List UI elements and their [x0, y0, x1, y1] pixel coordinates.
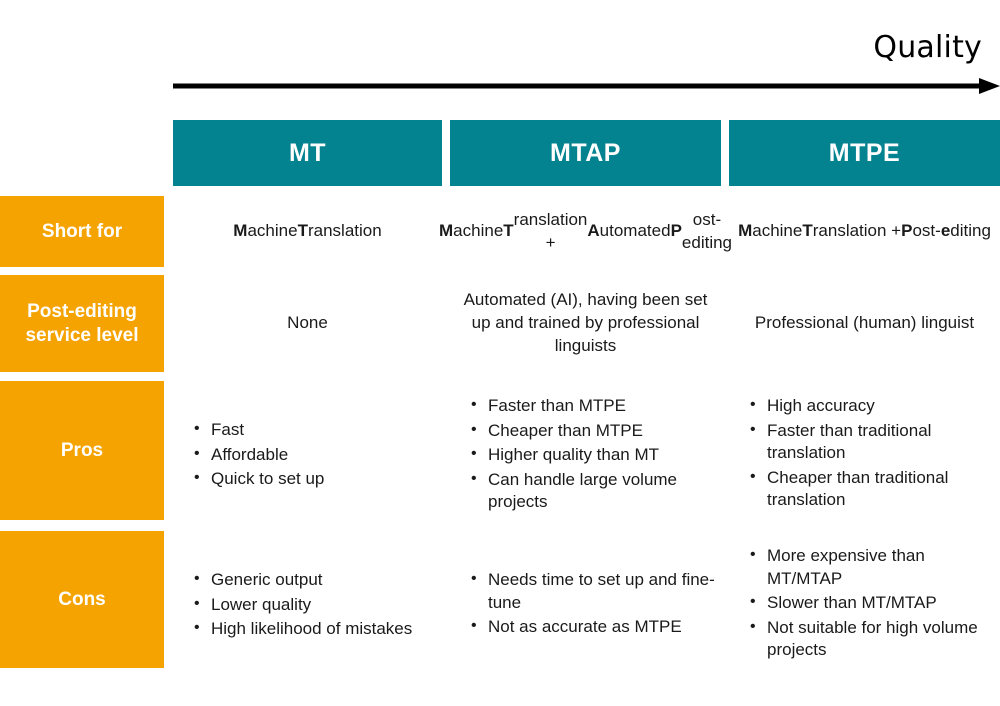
cell-cons-mtpe: More expensive than MT/MTAPSlower than M… — [729, 531, 1000, 668]
bullet-item: Lower quality — [192, 593, 442, 617]
bullet-item: Affordable — [192, 443, 442, 467]
cell-service-mtap: Automated (AI), having been set up and t… — [450, 275, 721, 372]
bullet-item: More expensive than MT/MTAP — [748, 544, 1000, 590]
bullet-item: Slower than MT/MTAP — [748, 591, 1000, 615]
row-label-short-for: Short for — [0, 196, 164, 267]
bullet-item: Cheaper than MTPE — [469, 419, 721, 443]
row-label-cons: Cons — [0, 531, 164, 668]
cell-cons-mt: Generic outputLower qualityHigh likeliho… — [173, 531, 442, 668]
cell-pros-mtpe: High accuracyFaster than traditional tra… — [729, 381, 1000, 520]
bullet-list: FastAffordableQuick to set up — [173, 381, 442, 558]
bullet-item: Cheaper than traditional translation — [748, 466, 1000, 512]
right-arrow-icon — [173, 78, 1000, 94]
bullet-item: Needs time to set up and fine-tune — [469, 568, 721, 614]
bullet-list: More expensive than MT/MTAPSlower than M… — [729, 531, 1000, 682]
bullet-item: Higher quality than MT — [469, 443, 721, 467]
quality-axis: Quality — [173, 30, 1000, 95]
quality-axis-label: Quality — [873, 30, 982, 65]
bullet-list: Needs time to set up and fine-tuneNot as… — [450, 531, 721, 706]
cell-pros-mt: FastAffordableQuick to set up — [173, 381, 442, 520]
bullet-item: Faster than MTPE — [469, 394, 721, 418]
cell-service-mt: None — [173, 275, 442, 372]
bullet-item: High likelihood of mistakes — [192, 617, 442, 641]
row-label-post-editing-service-level: Post-editing service level — [0, 275, 164, 372]
bullet-item: Not suitable for high volume projects — [748, 616, 1000, 662]
row-label-pros: Pros — [0, 381, 164, 520]
bullet-list: Generic outputLower qualityHigh likeliho… — [173, 531, 442, 706]
cell-cons-mtap: Needs time to set up and fine-tuneNot as… — [450, 531, 721, 668]
bullet-item: High accuracy — [748, 394, 1000, 418]
cell-service-mtpe: Professional (human) linguist — [729, 275, 1000, 372]
bullet-item: Faster than traditional translation — [748, 419, 1000, 465]
bullet-list: High accuracyFaster than traditional tra… — [729, 381, 1000, 534]
column-header-mtpe[interactable]: MTPE — [729, 120, 1000, 186]
column-header-mtap[interactable]: MTAP — [450, 120, 721, 186]
bullet-item: Generic output — [192, 568, 442, 592]
bullet-item: Not as accurate as MTPE — [469, 615, 721, 639]
column-header-mt[interactable]: MT — [173, 120, 442, 186]
cell-text: Professional (human) linguist — [754, 313, 975, 333]
cell-text: Automated (AI), having been set up and t… — [463, 290, 708, 355]
bullet-item: Quick to set up — [192, 467, 442, 491]
cell-pros-mtap: Faster than MTPECheaper than MTPEHigher … — [450, 381, 721, 520]
bullet-item: Can handle large volume projects — [469, 468, 721, 514]
bullet-list: Faster than MTPECheaper than MTPEHigher … — [450, 381, 721, 534]
cell-text: None — [287, 313, 328, 333]
bullet-item: Fast — [192, 418, 442, 442]
